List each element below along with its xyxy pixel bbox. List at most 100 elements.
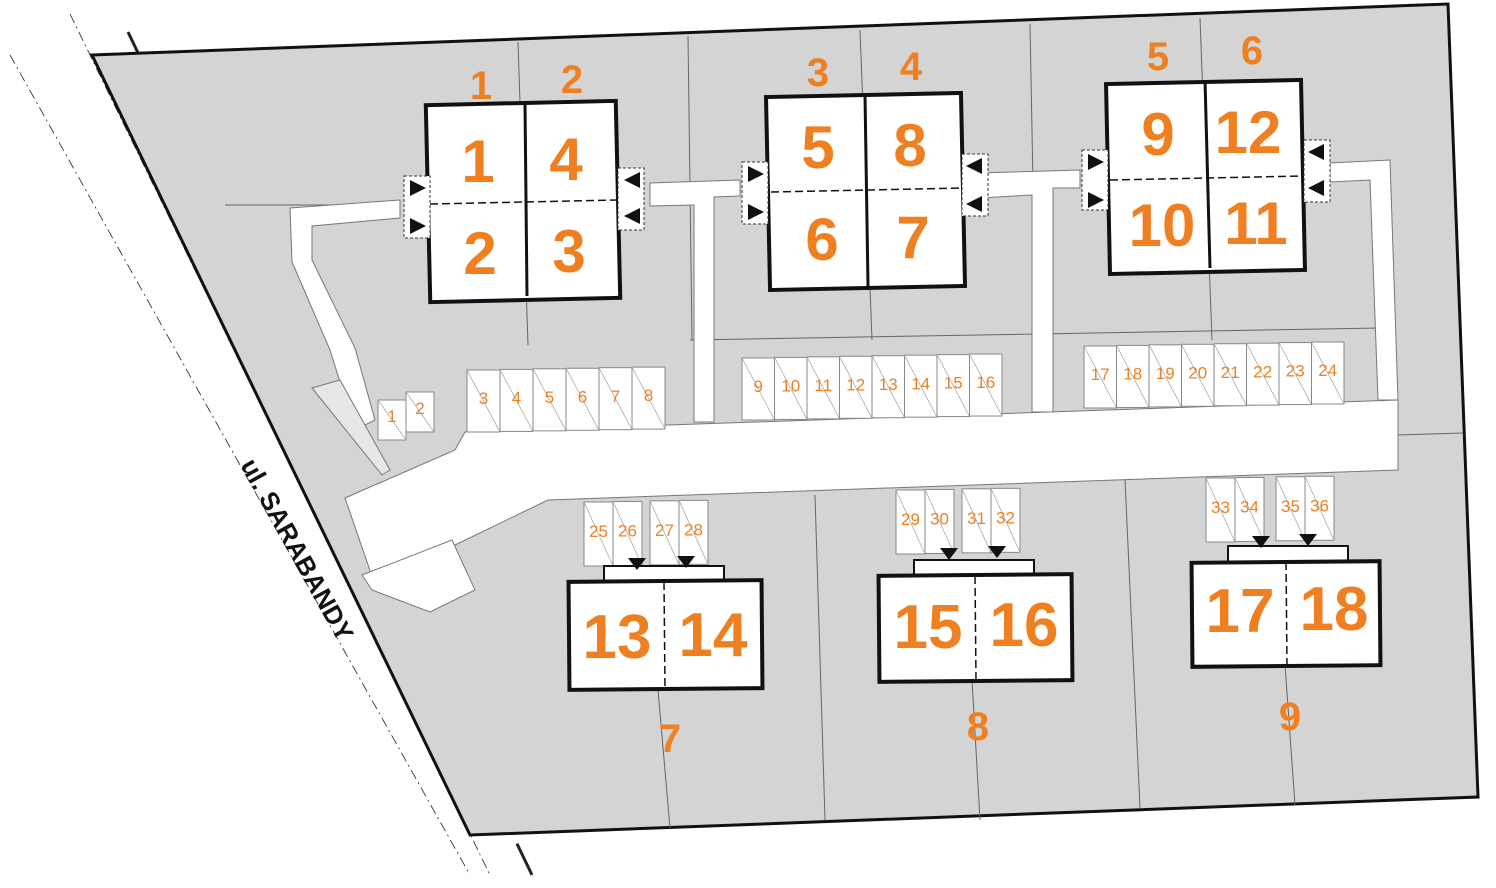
unit-label: 3 xyxy=(552,218,585,285)
parking-space-label: 8 xyxy=(644,386,653,405)
entrance-arrow-icon xyxy=(1299,534,1317,546)
parking-space: 17 xyxy=(1083,345,1117,409)
parking-space: 36 xyxy=(1304,475,1335,541)
parking-space-label: 32 xyxy=(996,509,1015,528)
entrance-arrow-icon xyxy=(748,166,764,182)
entrance-arrow-icon xyxy=(1308,144,1324,160)
parking-space: 22 xyxy=(1246,342,1280,406)
parking-space-label: 1 xyxy=(387,407,396,426)
parking-space: 19 xyxy=(1148,344,1182,408)
unit-label: 4 xyxy=(549,126,583,193)
parking-space: 25 xyxy=(583,501,614,567)
plot-label: 7 xyxy=(659,717,681,761)
parking-space-label: 21 xyxy=(1221,363,1240,382)
parking-space: 24 xyxy=(1311,341,1345,405)
parking-space-label: 31 xyxy=(967,509,986,528)
unit-label: 10 xyxy=(1129,192,1196,259)
entrance-arrow-icon xyxy=(1088,192,1104,208)
parking-space: 16 xyxy=(969,353,1003,417)
unit-label: 2 xyxy=(463,220,496,287)
parking-space-label: 14 xyxy=(911,374,930,393)
unit-label: 11 xyxy=(1224,190,1287,257)
unit-label: 14 xyxy=(679,601,748,670)
parking-space-label: 15 xyxy=(944,374,963,393)
entrance-arrow-icon xyxy=(628,558,646,570)
parking-space: 18 xyxy=(1116,344,1150,408)
building-3: 9 12 10 11 xyxy=(1081,77,1331,277)
parking-space: 35 xyxy=(1275,476,1306,542)
parking-space: 1 xyxy=(377,399,407,441)
parking-space-label: 3 xyxy=(479,389,488,408)
unit-label: 18 xyxy=(1300,575,1369,644)
entrance-arrow-icon xyxy=(624,208,640,224)
parking-space: 9 xyxy=(741,357,775,421)
parking-space-label: 36 xyxy=(1310,496,1329,515)
parking-space: 21 xyxy=(1213,343,1247,407)
parking-space-label: 30 xyxy=(930,510,949,529)
building-2: 5 8 6 7 xyxy=(741,90,989,293)
parking-space: 27 xyxy=(649,500,680,566)
plot-label: 1 xyxy=(470,64,492,108)
entrance-arrow-icon xyxy=(677,556,695,568)
parking-space: 29 xyxy=(895,489,926,555)
parking-space: 5 xyxy=(532,368,567,432)
plot-label: 9 xyxy=(1279,695,1301,739)
parking-space-label: 24 xyxy=(1318,361,1337,380)
unit-label: 16 xyxy=(990,591,1059,660)
unit-label: 6 xyxy=(805,206,838,273)
parking-space-label: 16 xyxy=(976,373,995,392)
entrance-arrow-icon xyxy=(966,196,982,212)
unit-label: 12 xyxy=(1215,99,1282,166)
parking-space: 23 xyxy=(1278,342,1312,406)
paved-areas xyxy=(289,159,1399,613)
parking-space-label: 5 xyxy=(545,388,554,407)
parking-space: 28 xyxy=(678,499,709,565)
building-1: 1 4 2 3 xyxy=(403,98,645,305)
parking-space: 14 xyxy=(904,354,938,418)
parking-space-label: 18 xyxy=(1123,365,1142,384)
parking-space-label: 2 xyxy=(415,399,424,418)
parking-space-label: 4 xyxy=(512,389,521,408)
building-6: 17 18 xyxy=(1189,534,1383,669)
parking-space: 26 xyxy=(612,500,643,566)
parking-space-label: 19 xyxy=(1156,364,1175,383)
entrance-arrow-icon xyxy=(624,172,640,188)
parking-space: 4 xyxy=(499,368,534,432)
parking-space: 10 xyxy=(774,356,808,420)
parking-space: 11 xyxy=(806,356,840,420)
parking-space: 3 xyxy=(466,369,501,433)
plot-label: 6 xyxy=(1241,29,1263,73)
parking-space-label: 28 xyxy=(684,521,703,540)
parking-space: 30 xyxy=(924,488,955,554)
parking-space-label: 20 xyxy=(1188,363,1207,382)
entrance-arrow-icon xyxy=(940,548,958,560)
parking-space-label: 35 xyxy=(1281,497,1300,516)
entrance-arrow-icon xyxy=(410,180,426,196)
fence-strip xyxy=(311,379,391,476)
plot-label: 3 xyxy=(807,51,829,95)
entrance-arrow-icon xyxy=(748,204,764,220)
parking-space-label: 34 xyxy=(1240,498,1259,517)
parking-space: 2 xyxy=(405,391,435,433)
parking-space: 32 xyxy=(990,487,1021,553)
unit-label: 8 xyxy=(893,112,926,179)
path-top xyxy=(649,179,741,423)
entrance-arrow-icon xyxy=(966,158,982,174)
plot-label: 8 xyxy=(967,705,989,749)
parking-space: 20 xyxy=(1181,343,1215,407)
parking-space-label: 7 xyxy=(611,387,620,406)
parking-space-label: 17 xyxy=(1091,365,1110,384)
plot-labels: 1 2 3 4 5 6 7 8 9 xyxy=(470,29,1301,761)
parking-space-label: 13 xyxy=(879,375,898,394)
entrance-arrow-icon xyxy=(988,546,1006,558)
parking-space: 8 xyxy=(631,366,666,430)
entrance-arrow-icon xyxy=(1252,536,1270,548)
unit-label: 7 xyxy=(896,204,929,271)
parking-space: 15 xyxy=(936,354,970,418)
entrance-arrow-icon xyxy=(410,218,426,234)
parking-space: 6 xyxy=(565,367,600,431)
unit-label: 17 xyxy=(1206,577,1275,646)
parking-space-label: 6 xyxy=(578,387,587,406)
unit-label: 9 xyxy=(1141,101,1174,168)
